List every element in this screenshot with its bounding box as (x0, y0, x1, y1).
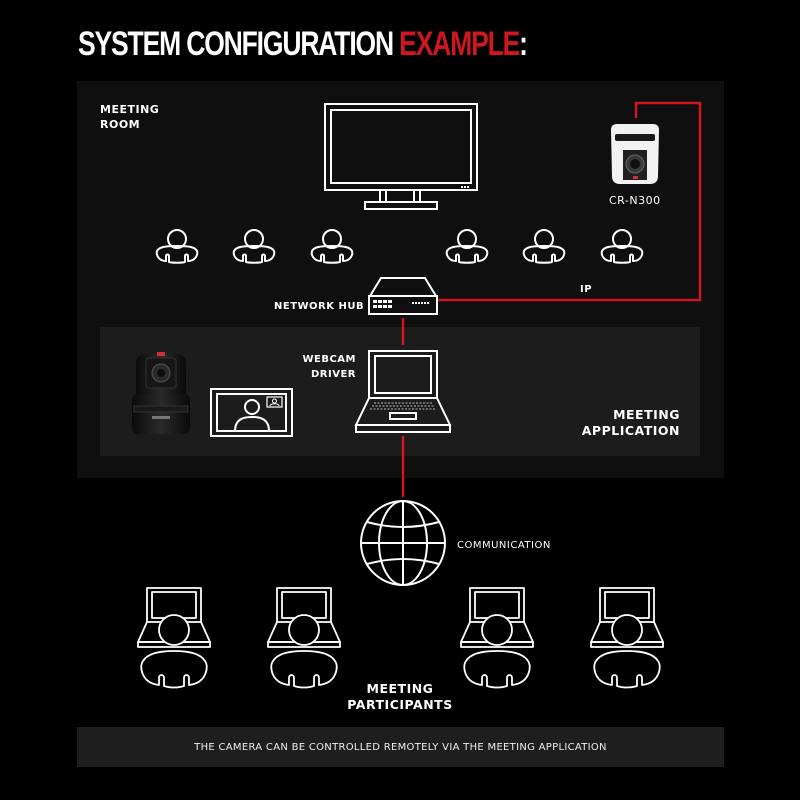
network-hub-icon (368, 277, 438, 315)
footer-caption: THE CAMERA CAN BE CONTROLLED REMOTELY VI… (194, 741, 607, 753)
person-icon (232, 229, 276, 264)
globe-icon (360, 500, 446, 586)
communication-label: COMMUNICATION (457, 540, 551, 551)
person-icon (310, 229, 354, 264)
ptz-camera-black-icon (130, 350, 190, 438)
room-attendees (155, 229, 644, 264)
laptop-icon (354, 350, 452, 433)
video-call-screen-icon (210, 388, 293, 437)
network-cables (401, 101, 702, 497)
page-title: SYSTEM CONFIGURATION EXAMPLE: (78, 24, 528, 64)
ptz-camera-white-icon (609, 124, 661, 186)
monitor-icon (324, 103, 478, 210)
title-suffix: : (519, 25, 528, 63)
network-hub-label: NETWORK HUB (274, 301, 365, 312)
title-accent: EXAMPLE (399, 25, 520, 63)
footer-caption-bar: THE CAMERA CAN BE CONTROLLED REMOTELY VI… (77, 727, 724, 767)
meeting-participants (137, 587, 664, 689)
person-icon (155, 229, 199, 264)
camera-model-label: CR-N300 (609, 194, 661, 207)
title-main: SYSTEM CONFIGURATION (78, 25, 400, 63)
person-at-laptop-icon (267, 587, 341, 689)
person-at-laptop-icon (137, 587, 211, 689)
person-icon (522, 229, 566, 264)
person-icon (600, 229, 644, 264)
person-at-laptop-icon (460, 587, 534, 689)
person-icon (445, 229, 489, 264)
ip-label: IP (580, 284, 593, 295)
meeting-application-panel (100, 327, 700, 456)
person-at-laptop-icon (590, 587, 664, 689)
